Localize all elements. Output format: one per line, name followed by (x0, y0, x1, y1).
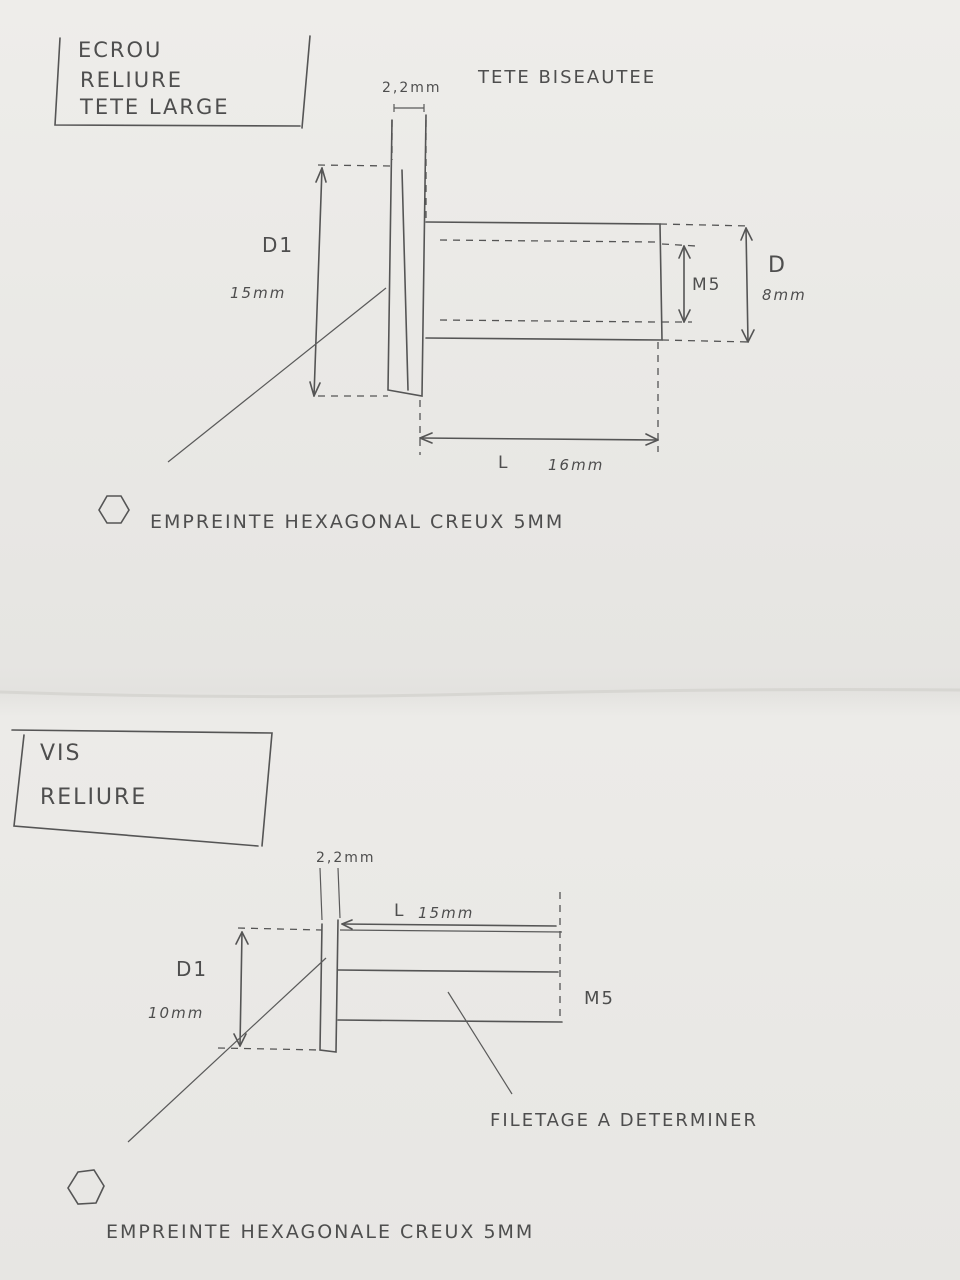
part2-length-dimension (341, 923, 557, 927)
part2-shank (337, 969, 563, 1023)
part1-d-dimension (745, 227, 749, 343)
part1-d1-dimension (313, 167, 323, 397)
part1-thread-label: M5 (692, 275, 721, 295)
hexagon-icon (98, 495, 130, 524)
part2-drive-note: EMPREINTE HEXAGONALE CREUX 5MM (106, 1221, 534, 1243)
part1-length-dimension (419, 437, 659, 441)
part1-drive-note: EMPREINTE HEXAGONAL CREUX 5MM (150, 511, 564, 533)
part2-d1-dimension (239, 931, 243, 1047)
part2-drawing: VIS RELIURE 2,2mm L 15mm D1 10mm M5 FILE… (11, 729, 758, 1243)
part1-drawing: ECROU RELIURE TETE LARGE 2,2mm TETE BISE… (54, 35, 807, 533)
hexagon-icon (67, 1169, 105, 1205)
part2-thread-label: M5 (584, 988, 615, 1009)
part2-title-box (11, 729, 273, 847)
part1-length-value: 16mm (548, 456, 604, 474)
part2-head (319, 919, 339, 1053)
part1-length-label: L (498, 453, 509, 473)
part1-d-label: D (768, 253, 787, 278)
part1-flange (387, 114, 427, 397)
part1-head-note: TETE BISEAUTEE (477, 67, 656, 88)
part1-d1-label: D1 (262, 233, 294, 257)
part1-d1-value: 15mm (230, 284, 286, 302)
part2-d1-value: 10mm (148, 1004, 204, 1022)
part1-body (425, 221, 663, 341)
part2-thread-leader (447, 991, 513, 1095)
part2-head-thickness: 2,2mm (316, 850, 376, 866)
paper-fold-line (0, 688, 960, 699)
part1-title-line3: TETE LARGE (79, 95, 230, 119)
part2-length-label: L (394, 901, 405, 921)
part1-title-line2: RELIURE (80, 68, 183, 92)
part1-d-value: 8mm (762, 286, 807, 304)
part2-thread-note: FILETAGE A DETERMINER (490, 1110, 758, 1131)
part1-title-line1: ECROU (78, 38, 162, 62)
part2-leader-line (127, 957, 327, 1143)
part2-length-value: 15mm (418, 904, 474, 922)
part2-title-line1: VIS (40, 741, 82, 766)
part1-head-thickness: 2,2mm (382, 80, 442, 96)
part2-title-line2: RELIURE (40, 785, 147, 810)
part2-d1-label: D1 (176, 957, 208, 981)
part1-leader-line (167, 287, 387, 463)
part1-title-box (54, 37, 301, 127)
